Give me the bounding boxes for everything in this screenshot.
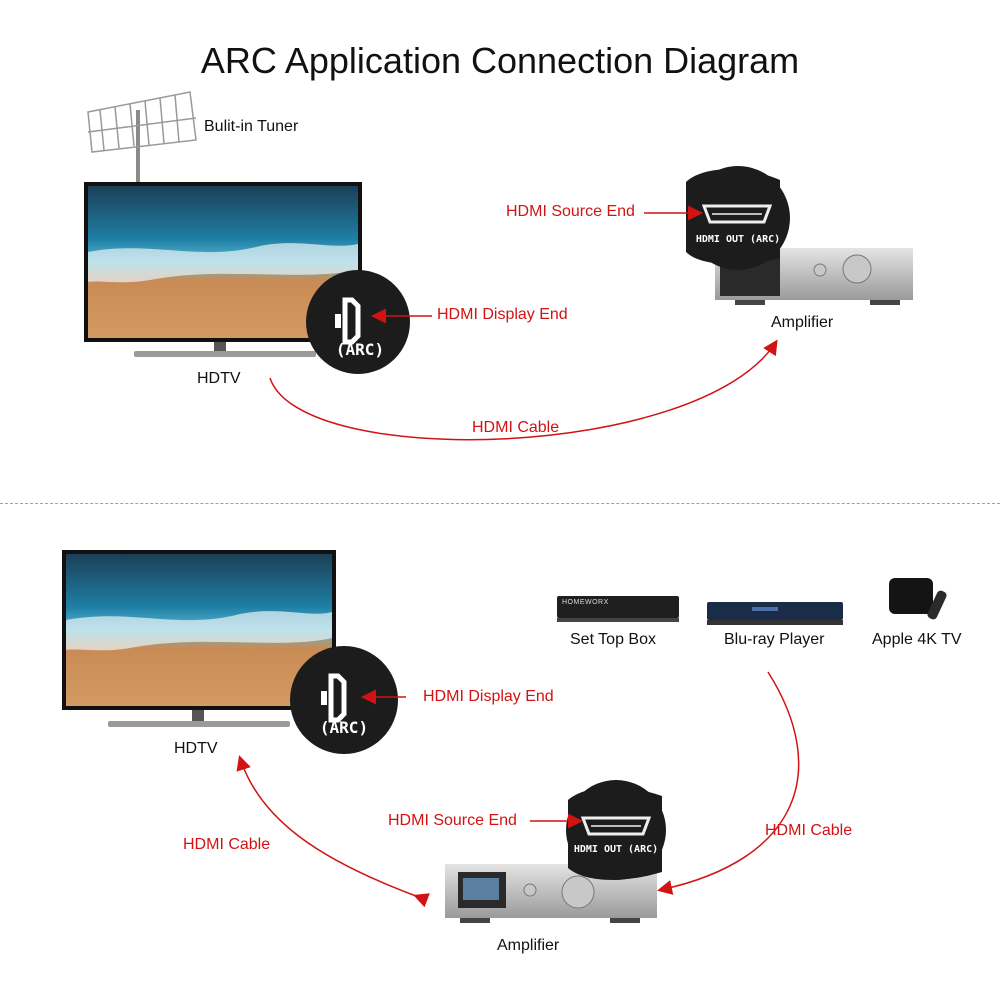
blu-ray-player-label: Blu-ray Player <box>724 631 825 648</box>
set-top-box-brand: HOMEWORX <box>562 599 609 606</box>
tuner-label: Bulit-in Tuner <box>204 118 299 135</box>
hdmi-out-badge-text: HDMI OUT (ARC) <box>695 234 781 245</box>
hdtv-label: HDTV <box>174 740 218 757</box>
hdmi-source-end-label: HDMI Source End <box>506 203 635 220</box>
amplifier-label: Amplifier <box>497 937 560 954</box>
hdmi-source-end-label: HDMI Source End <box>388 812 517 829</box>
arc-badge-text: (ARC) <box>335 340 385 359</box>
hdmi-cable-right-label: HDMI Cable <box>765 822 853 839</box>
tv-icon <box>62 550 336 727</box>
section-divider <box>0 503 1000 504</box>
arc-port-icon <box>290 646 398 754</box>
tv-icon <box>84 182 362 357</box>
set-top-box-label: Set Top Box <box>570 631 656 648</box>
arc-badge-text: (ARC) <box>319 718 369 737</box>
hdmi-cable-left-label: HDMI Cable <box>183 836 271 853</box>
arc-port-icon <box>306 270 410 374</box>
hdmi-display-end-label: HDMI Display End <box>437 306 568 323</box>
hdmi-port-icon <box>566 780 666 880</box>
blu-ray-player-icon <box>707 602 843 625</box>
antenna-icon <box>87 91 197 184</box>
page-title: ARC Application Connection Diagram <box>200 40 800 81</box>
hdmi-port-icon <box>686 166 790 270</box>
hdmi-out-badge-text: HDMI OUT (ARC) <box>573 844 659 855</box>
hdmi-display-end-label: HDMI Display End <box>423 688 554 705</box>
set-top-box-icon <box>557 596 679 622</box>
hdmi-cable-label: HDMI Cable <box>472 419 560 436</box>
hdtv-label: HDTV <box>197 370 241 387</box>
amplifier-label: Amplifier <box>771 314 834 331</box>
apple-tv-label: Apple 4K TV <box>872 631 962 648</box>
amplifier-icon <box>715 248 913 305</box>
apple-tv-icon <box>889 578 947 620</box>
